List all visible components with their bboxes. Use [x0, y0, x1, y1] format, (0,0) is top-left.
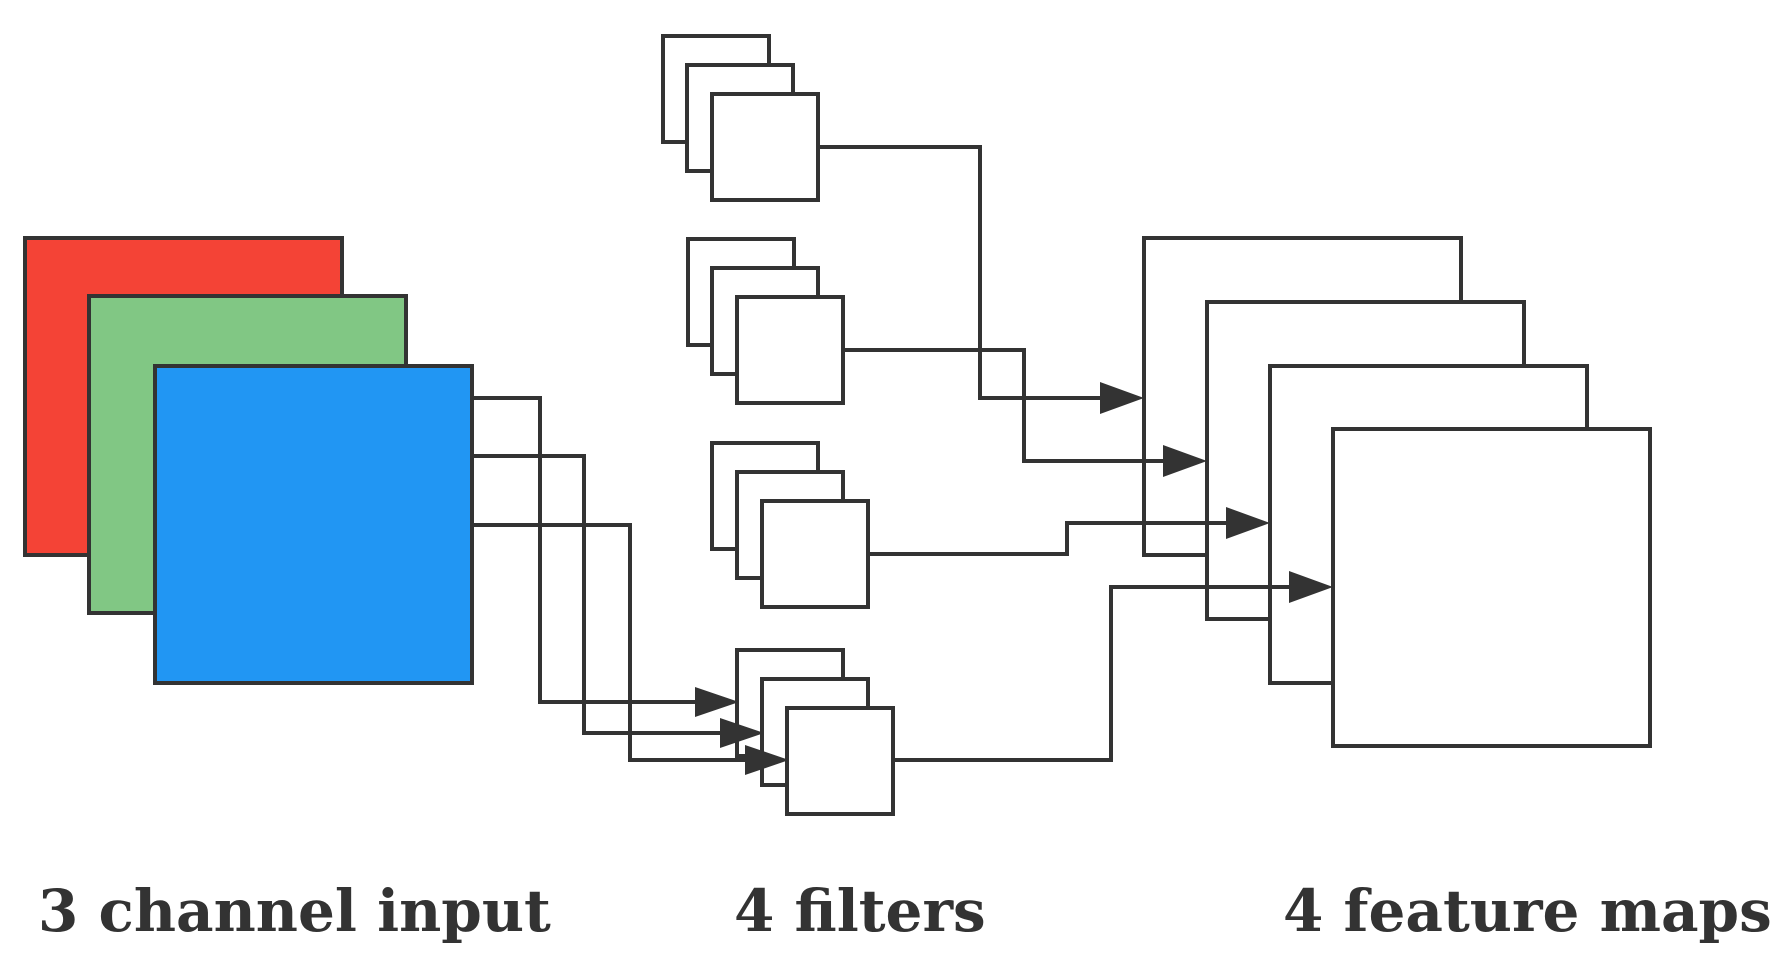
filter-3-wire	[868, 521, 1236, 556]
filter-2	[686, 237, 845, 405]
green-channel-wire	[472, 454, 730, 735]
green-channel-arrow	[720, 718, 764, 748]
red-channel-arrow	[695, 687, 739, 717]
input-channel-blue	[153, 364, 474, 685]
blue-channel-wire	[472, 523, 755, 762]
feature-map-stack	[1142, 236, 1652, 748]
filter-1-wire	[818, 145, 1110, 400]
filter-4-kernel-3	[785, 706, 895, 816]
filter-3-arrow	[1226, 507, 1270, 539]
filter-connections	[818, 145, 1333, 762]
input-stack	[23, 236, 474, 685]
filter-1-kernel-3	[710, 92, 820, 202]
input-connections	[472, 396, 789, 775]
blue-channel-arrow	[745, 745, 789, 775]
filter-3-kernel-3	[760, 499, 870, 609]
filter-2-arrow	[1163, 445, 1207, 477]
filter-4-wire	[893, 585, 1299, 762]
red-channel-wire	[472, 396, 705, 704]
convolution-diagram	[23, 34, 1652, 816]
feature-map-4	[1331, 427, 1652, 748]
input-caption: 3 channel input	[38, 877, 551, 945]
filter-1-arrow	[1100, 382, 1144, 414]
filter-2-wire	[843, 348, 1173, 463]
filter-4-arrow	[1289, 571, 1333, 603]
feature-maps-caption: 4 feature maps	[1283, 877, 1772, 945]
filter-2-kernel-3	[735, 295, 845, 405]
filter-3	[710, 441, 870, 609]
filter-1	[661, 34, 820, 202]
filters-caption: 4 filters	[734, 877, 986, 945]
